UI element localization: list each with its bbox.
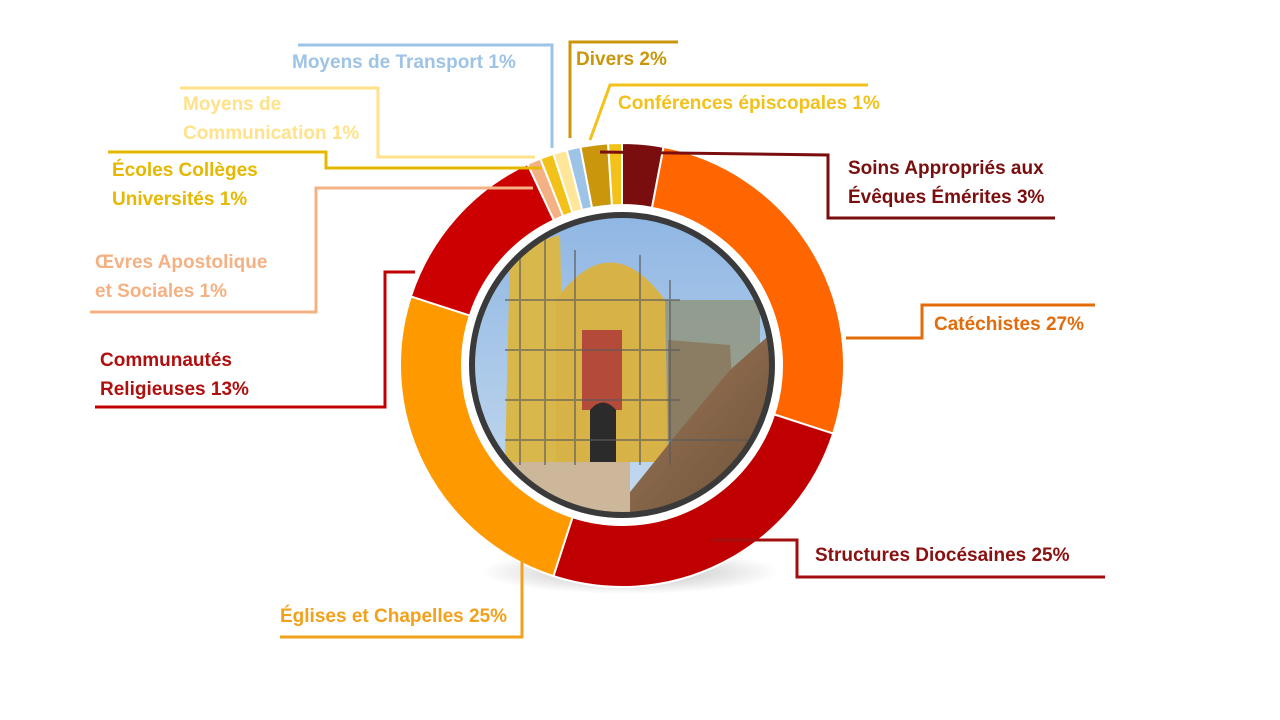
donut-slice-3 (399, 295, 574, 578)
slice-label-catechistes: Catéchistes 27% (934, 314, 1084, 335)
slice-label-conferences-episcopales: Conférences épiscopales 1% (618, 93, 880, 114)
donut-slice-10 (606, 141, 623, 207)
leader-line-6 (108, 150, 541, 170)
slice-label-moyens-transport: Moyens de Transport 1% (292, 52, 516, 73)
slice-label-eglises-chapelles: Églises et Chapelles 25% (280, 606, 508, 627)
donut-slice-2 (552, 413, 835, 588)
slice-label-divers: Divers 2% (576, 49, 667, 70)
leader-line-1 (846, 303, 1095, 340)
leader-line-2 (712, 538, 1105, 579)
leader-line-3 (280, 560, 524, 639)
leader-line-0 (599, 150, 1055, 220)
donut-slice-1 (650, 145, 845, 435)
center-photo (464, 207, 780, 523)
leader-line-5 (90, 186, 533, 314)
leader-line-9 (568, 40, 678, 138)
leader-line-8 (298, 43, 554, 148)
leader-line-4 (95, 270, 415, 409)
slice-label-structures-diocesaines: Structures Diocésaines 25% (815, 545, 1070, 566)
leader-line-7 (180, 86, 535, 159)
leader-line-10 (588, 83, 868, 141)
